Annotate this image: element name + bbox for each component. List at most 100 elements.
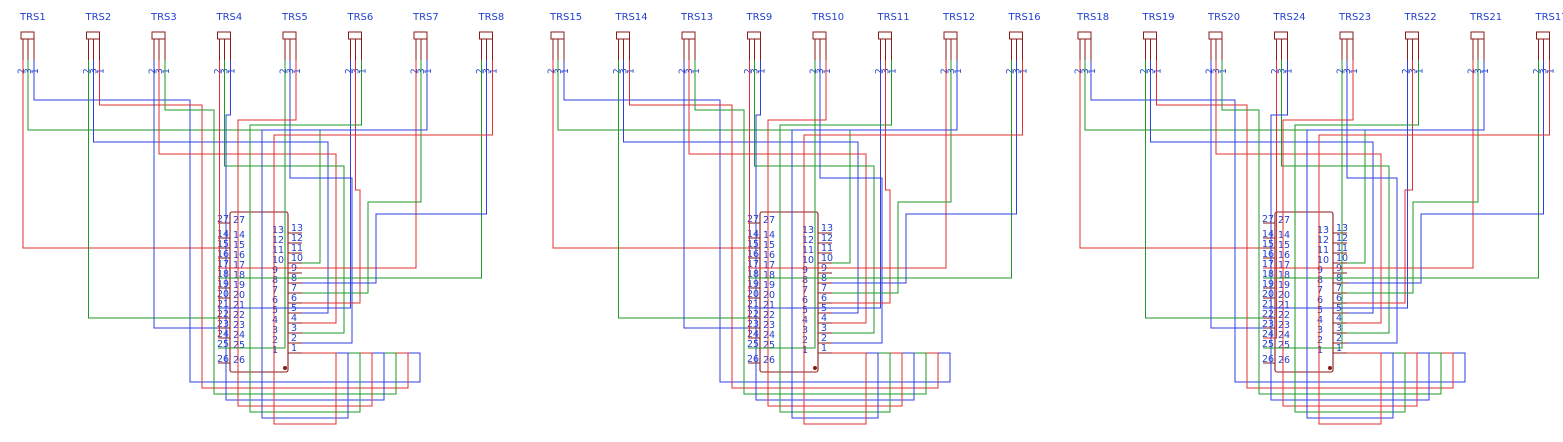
wire: [1222, 60, 1441, 394]
wire: [302, 60, 360, 303]
trs-jack-body: [414, 32, 427, 39]
wire: [832, 60, 890, 303]
connector-label: TRS18: [1076, 12, 1109, 23]
connector-label: TRS20: [1207, 12, 1240, 23]
connector-label: TRS11: [877, 12, 910, 23]
trs-pin-number: 1: [31, 68, 41, 74]
connector-label: TRS5: [281, 12, 308, 23]
connector-label: TRS12: [942, 12, 975, 23]
wire: [619, 60, 749, 318]
trs-pin-number: 1: [1416, 68, 1426, 74]
trs-pin-number: 1: [359, 68, 369, 74]
wire: [1295, 60, 1419, 412]
wire: [250, 60, 362, 412]
connector-label: TRS13: [680, 12, 713, 23]
dsub-pin-label: 1: [291, 343, 297, 354]
trs-jack-body: [1078, 32, 1091, 39]
trs-pin-number: 1: [758, 68, 768, 74]
wire: [159, 60, 336, 323]
trs-jack-body: [1010, 32, 1023, 39]
trs-jack-body: [480, 32, 493, 39]
trs-pin-number: 1: [627, 68, 637, 74]
dsub-pin-label: 26: [233, 355, 245, 366]
trs-pin-number: 1: [1154, 68, 1164, 74]
dsub-pin-label: 27: [763, 215, 775, 226]
trs-pin-number: 1: [228, 68, 238, 74]
wire: [748, 60, 946, 268]
wire: [1347, 60, 1413, 303]
connector-label: TRS6: [347, 12, 374, 23]
trs-jack-body: [1275, 32, 1288, 39]
trs-jack-body: [1144, 32, 1157, 39]
trs-pin-number: 1: [954, 68, 964, 74]
trs-pin-number: 1: [490, 68, 500, 74]
trs-jack-body: [87, 32, 100, 39]
connector-label: TRS1: [19, 12, 46, 23]
wire: [218, 60, 482, 278]
wire: [290, 60, 352, 343]
trs-pin-number: 1: [889, 68, 899, 74]
dsub-pin-label: 26: [1278, 355, 1290, 366]
connector-label: TRS21: [1469, 12, 1502, 23]
connector-label: TRS17: [1535, 12, 1563, 23]
wire: [780, 60, 892, 412]
trs-jack-body: [349, 32, 362, 39]
dsub-pin-label: 27: [233, 215, 245, 226]
wire: [748, 60, 1012, 278]
dsub-pin-label: 25: [233, 340, 245, 351]
wire: [804, 60, 1023, 424]
trs-jack-body: [813, 32, 826, 39]
schematic-group-1: TRS1231TRS2231TRS3231TRS4231TRS5231TRS62…: [17, 12, 504, 424]
wire: [1307, 60, 1484, 418]
connector-label: TRS8: [478, 12, 505, 23]
connector-label: TRS24: [1273, 12, 1306, 23]
pin1-marker: [813, 366, 817, 370]
connector-label: TRS10: [811, 12, 844, 23]
trs-jack-body: [551, 32, 564, 39]
connector-label: TRS9: [746, 12, 773, 23]
wire: [820, 60, 882, 343]
wire: [1319, 60, 1550, 424]
dsub-pin-label: 1: [272, 345, 278, 356]
connector-label: TRS19: [1142, 12, 1175, 23]
trs-pin-number: 1: [561, 68, 571, 74]
wire: [1216, 60, 1381, 323]
trs-jack-body: [21, 32, 34, 39]
wire: [1146, 60, 1264, 318]
connector-label: TRS16: [1008, 12, 1041, 23]
trs-jack-body: [1537, 32, 1550, 39]
trs-jack-body: [1209, 32, 1222, 39]
trs-jack-body: [1406, 32, 1419, 39]
trs-pin-number: 1: [1219, 68, 1229, 74]
trs-pin-number: 1: [97, 68, 107, 74]
trs-jack-body: [152, 32, 165, 39]
schematic-group-2: TRS15231TRS14231TRS13231TRS9231TRS10231T…: [547, 12, 1041, 424]
trs-jack-body: [1340, 32, 1353, 39]
trs-jack-body: [748, 32, 761, 39]
trs-jack-body: [283, 32, 296, 39]
dsub-pin-label: 25: [763, 340, 775, 351]
trs-jack-body: [1471, 32, 1484, 39]
pin1-marker: [283, 366, 287, 370]
